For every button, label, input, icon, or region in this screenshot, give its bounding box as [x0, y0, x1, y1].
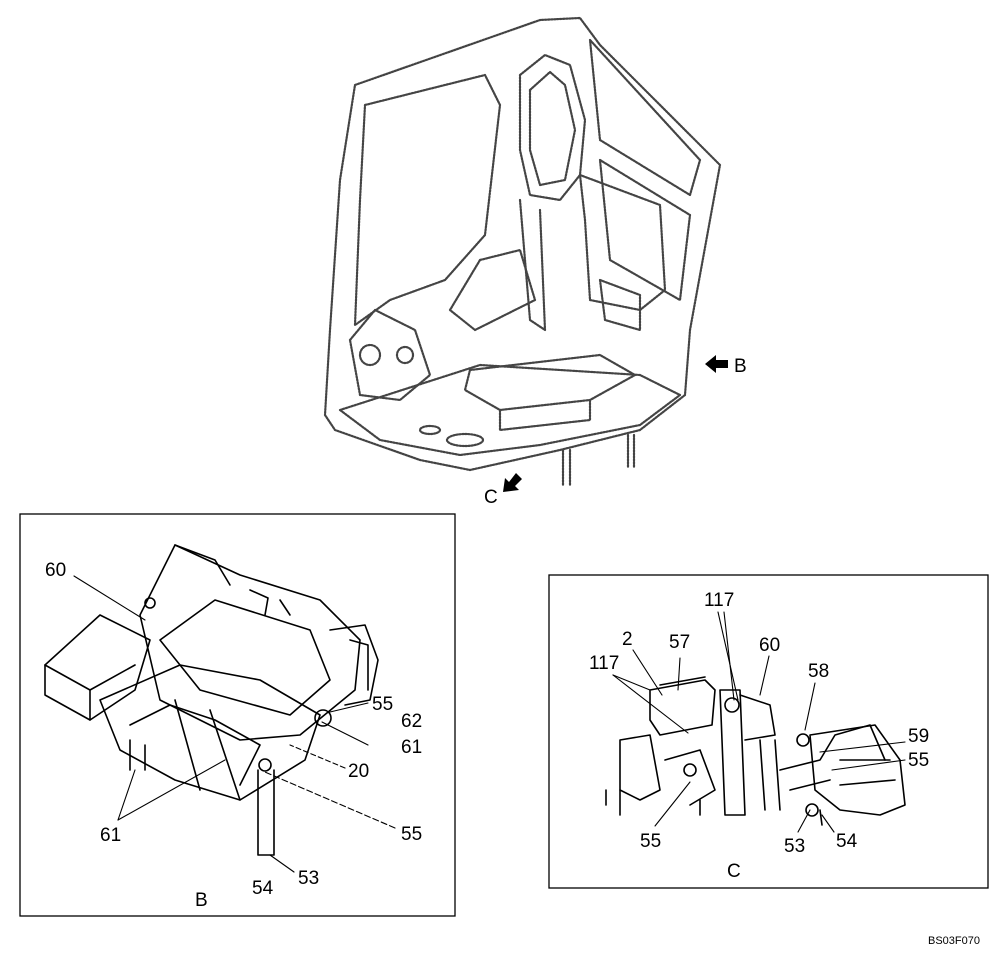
callout-c-117-left: 117	[589, 653, 619, 674]
callout-c-117-top: 117	[704, 590, 734, 611]
view-c-arrow-icon	[503, 473, 522, 492]
callout-c-53: 53	[784, 836, 805, 857]
reference-code: BS03F070	[928, 935, 980, 947]
callout-b-62: 62	[401, 711, 422, 732]
callout-b-54: 54	[252, 878, 274, 899]
cab-frame-illustration	[323, 16, 722, 487]
detail-c-illustration	[605, 676, 906, 826]
callout-c-2: 2	[622, 629, 633, 650]
detail-c-frame	[548, 574, 989, 889]
callout-c-58: 58	[808, 661, 829, 682]
callout-b-55-lower: 55	[401, 824, 422, 845]
callout-c-60: 60	[759, 635, 780, 656]
detail-c-leaders	[612, 611, 906, 833]
callout-b-53: 53	[298, 868, 319, 889]
view-b-arrow-icon	[705, 355, 728, 373]
callout-b-61-right: 61	[401, 737, 422, 758]
callout-c-55-right: 55	[908, 750, 929, 771]
callout-b-20: 20	[348, 761, 369, 782]
callout-b-55-upper: 55	[372, 694, 393, 715]
detail-c-view-label: C	[727, 861, 741, 882]
detail-b-frame	[19, 513, 456, 917]
detail-b-leaders	[73, 575, 396, 873]
callout-c-55-left: 55	[640, 831, 661, 852]
detail-b-illustration	[44, 544, 379, 856]
view-b-arrow-label: B	[734, 356, 747, 377]
callout-c-59: 59	[908, 726, 929, 747]
detail-b-view-label: B	[195, 890, 208, 911]
callout-b-60: 60	[45, 560, 66, 581]
callout-c-54: 54	[836, 831, 858, 852]
callout-c-57: 57	[669, 632, 690, 653]
callout-b-61-left: 61	[100, 825, 121, 846]
view-c-arrow-label: C	[484, 487, 498, 508]
